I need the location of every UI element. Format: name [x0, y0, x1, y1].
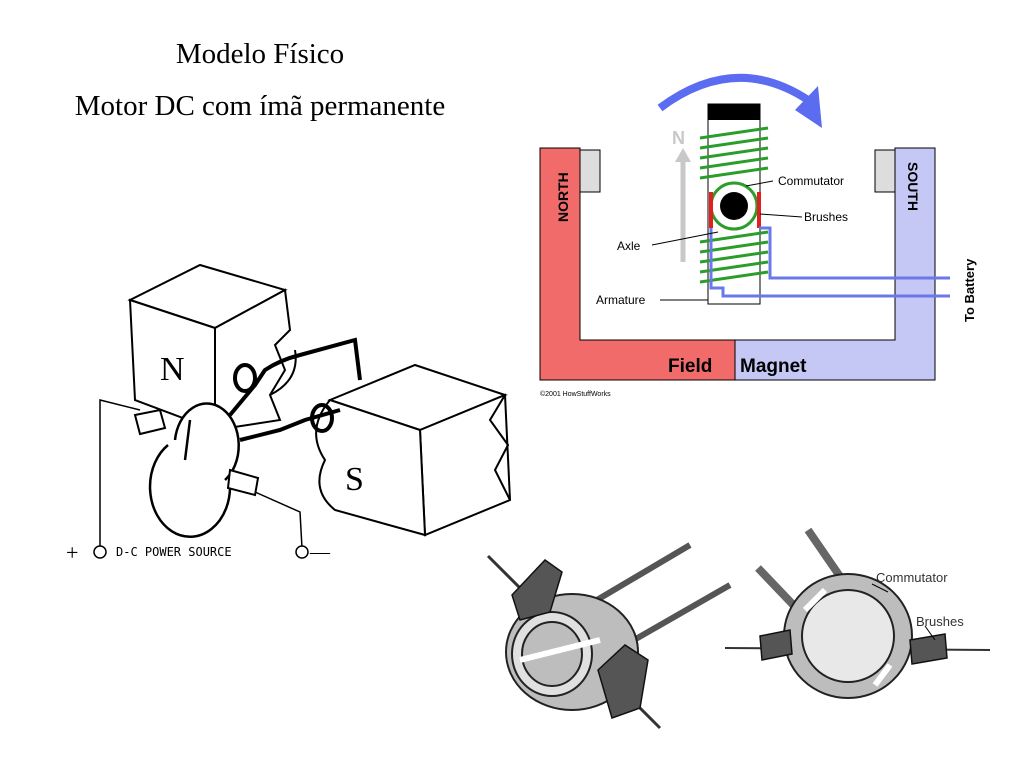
axle-callout: Axle	[617, 239, 641, 253]
armature-callout: Armature	[596, 293, 646, 307]
rotation-arrow	[657, 73, 811, 112]
commutator-3d-left	[486, 542, 732, 730]
split-ring-commutator	[148, 402, 240, 538]
commutator-callout: Commutator	[778, 174, 844, 188]
n-arrow	[675, 148, 691, 262]
right-brush	[757, 192, 761, 228]
brushes-3d-label: Brushes	[916, 614, 964, 629]
brushes	[133, 408, 260, 497]
n-arrow-label: N	[672, 128, 685, 148]
minus-sign: —	[309, 541, 331, 563]
title-line-2: Motor DC com ímã permanente	[74, 90, 446, 122]
magnet-label: Magnet	[740, 356, 807, 377]
plus-sign: +	[66, 540, 78, 565]
title-line-1: Modelo Físico	[175, 38, 345, 70]
axle-dot	[720, 192, 748, 220]
callout-lines	[651, 180, 803, 301]
to-battery-label: To Battery	[962, 258, 977, 322]
slide-title: Modelo Físico Motor DC com ímã permanent…	[20, 28, 500, 132]
armature-coil	[228, 337, 362, 442]
commutator-3d-right	[724, 527, 991, 699]
battery-wires	[709, 226, 950, 298]
south-pole-letter: S	[345, 461, 364, 498]
armature-cap	[708, 104, 760, 120]
left-brush	[709, 192, 713, 228]
south-magnet-block	[315, 363, 512, 537]
field-label: Field	[668, 356, 712, 377]
copyright-note: ©2001 HowStuffWorks	[540, 390, 611, 398]
north-pole-letter: N	[160, 351, 185, 388]
power-source-label: D-C POWER SOURCE	[116, 545, 232, 559]
commutator-3d-label: Commutator	[876, 570, 948, 585]
north-magnet-block	[127, 263, 297, 432]
power-wires	[99, 399, 303, 549]
brushes-callout: Brushes	[804, 210, 848, 224]
power-terminals	[93, 545, 309, 559]
south-pole-piece	[734, 147, 936, 381]
south-label: SOUTH	[905, 162, 921, 211]
north-label: NORTH	[555, 172, 571, 222]
